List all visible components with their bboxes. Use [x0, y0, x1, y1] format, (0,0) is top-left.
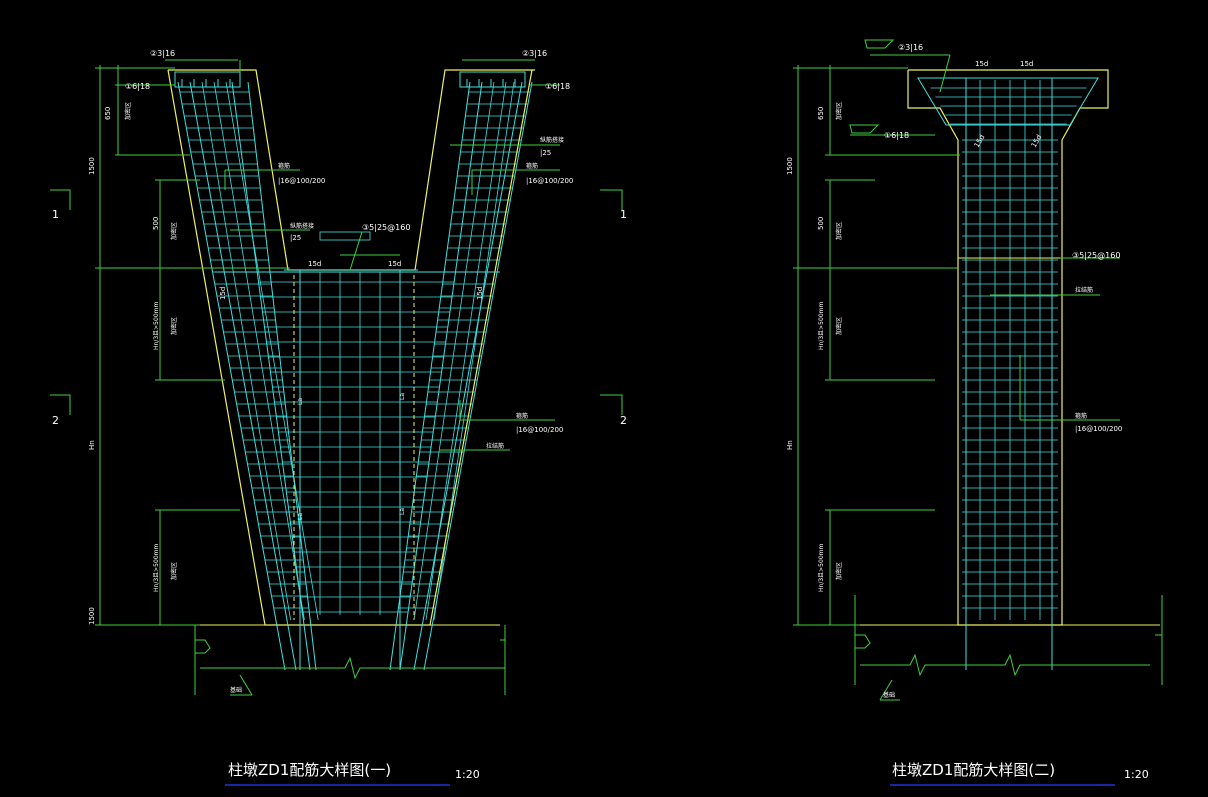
- right-leg-bar: [413, 81, 495, 621]
- left-dimensions: [50, 59, 623, 696]
- left-section-2-right: 2: [620, 414, 627, 427]
- left-section-2-left: 2: [52, 414, 59, 427]
- right-lap-b: 15d: [1020, 60, 1033, 68]
- left-rebar-grid: [179, 81, 531, 621]
- left-stirrup-right-label: 箍筋: [526, 162, 538, 170]
- right-lap-a: 15d: [975, 60, 988, 68]
- left-la-4: La: [399, 508, 406, 515]
- left-dense-zone-1: 加密区: [124, 102, 132, 120]
- right-dimensions: [793, 39, 1163, 701]
- left-cap-right: [459, 71, 526, 88]
- left-bar-top-right-label: ②3|16: [522, 49, 547, 58]
- right-base-label: 基础: [883, 691, 895, 699]
- left-lap-b: 15d: [388, 260, 401, 268]
- right-dim-650: 650: [817, 107, 825, 120]
- left-dashed-lines: [293, 275, 415, 620]
- right-dense-zone-1: 加密区: [835, 102, 843, 120]
- right-bar-mid-label: ③5|25@160: [1072, 251, 1120, 260]
- left-dim-hn3-bottom: Hn/3且>500mm: [153, 544, 160, 592]
- right-bar-side-label: ①6|18: [884, 131, 909, 140]
- left-bar-side-right-label: ①6|18: [545, 82, 570, 91]
- left-dim-hn3-top: Hn/3且>500mm: [153, 302, 160, 350]
- left-dim-hn: Hn: [88, 440, 96, 450]
- left-dense-zone-3: 加密区: [170, 317, 178, 335]
- left-leg-bar: [213, 81, 305, 621]
- right-dim-hn3-bottom: Hn/3且>500mm: [818, 544, 825, 592]
- left-stirrup-bottom-label: 箍筋: [516, 412, 528, 420]
- right-cap-bars: [917, 77, 1099, 670]
- left-title: 柱墩ZD1配筋大样图(一): [228, 761, 391, 779]
- left-main-bars: [177, 81, 533, 671]
- left-tie-left-spec: |25: [290, 234, 301, 242]
- left-dense-zone-4: 加密区: [170, 562, 178, 580]
- left-bar-top-label: ②3|16: [150, 49, 175, 58]
- left-section-1-left: 1: [52, 208, 59, 221]
- left-dim-1500-top: 1500: [88, 157, 96, 175]
- right-outline: [907, 69, 1109, 626]
- left-tie-right-spec: |25: [540, 149, 551, 157]
- right-stirrup-label: 箍筋: [1075, 412, 1087, 420]
- right-dim-hn: Hn: [786, 440, 794, 450]
- left-leg-bar: [201, 81, 291, 621]
- left-outline: [167, 69, 535, 626]
- right-scale: 1:20: [1124, 768, 1149, 781]
- left-bar-side-left-label: ①6|18: [125, 82, 150, 91]
- right-tie-label: 拉结筋: [1075, 286, 1093, 294]
- left-la-3: La: [297, 513, 304, 520]
- left-la-2: La: [399, 393, 406, 400]
- right-stirrup-spec: |16@100/200: [1075, 425, 1122, 433]
- left-lap-15d-right: 15d: [476, 287, 484, 300]
- left-tie-left-label: 纵筋搭接: [290, 222, 314, 230]
- left-dim-500: 500: [152, 217, 160, 230]
- right-dense-zone-3: 加密区: [835, 317, 843, 335]
- right-detail: [793, 39, 1163, 701]
- right-bar-top-label: ②3|16: [898, 43, 923, 52]
- left-dim-650: 650: [104, 107, 112, 120]
- left-leg-bar: [225, 81, 319, 621]
- left-stirrup-left-label: 箍筋: [278, 162, 290, 170]
- right-dim-hn3-top: Hn/3且>500mm: [818, 302, 825, 350]
- left-stirrup-bottom-spec: |16@100/200: [516, 426, 563, 434]
- left-dim-1500-bottom: 1500: [88, 607, 96, 625]
- right-lap-c: 15d: [973, 133, 987, 149]
- right-rebar-grid: [930, 80, 1087, 620]
- right-dense-zone-2: 加密区: [835, 222, 843, 240]
- left-scale: 1:20: [455, 768, 480, 781]
- left-cap-left: [174, 71, 241, 88]
- left-lap-a: 15d: [308, 260, 321, 268]
- left-section-1-right: 1: [620, 208, 627, 221]
- left-lap-15d-left: 15d: [219, 287, 227, 300]
- right-lap-d: 15d: [1030, 133, 1044, 149]
- left-cap-hooks: [181, 79, 516, 87]
- left-base-label: 基础: [230, 686, 242, 694]
- right-title: 柱墩ZD1配筋大样图(二): [892, 761, 1055, 779]
- left-stirrup-right-spec: |16@100/200: [526, 177, 573, 185]
- left-la-1: La: [297, 398, 304, 405]
- right-dim-500: 500: [817, 217, 825, 230]
- left-base-breaks: [194, 625, 506, 695]
- right-dim-1500: 1500: [786, 157, 794, 175]
- right-dense-zone-4: 加密区: [835, 562, 843, 580]
- left-stirrup-left-spec: |16@100/200: [278, 177, 325, 185]
- left-tie-bottom-label: 拉结筋: [486, 442, 504, 450]
- left-detail: [50, 59, 623, 696]
- left-bar-mid-label: ③5|25@160: [362, 223, 410, 232]
- left-tie-right-label: 纵筋搭接: [540, 136, 564, 144]
- left-dense-zone-2: 加密区: [170, 222, 178, 240]
